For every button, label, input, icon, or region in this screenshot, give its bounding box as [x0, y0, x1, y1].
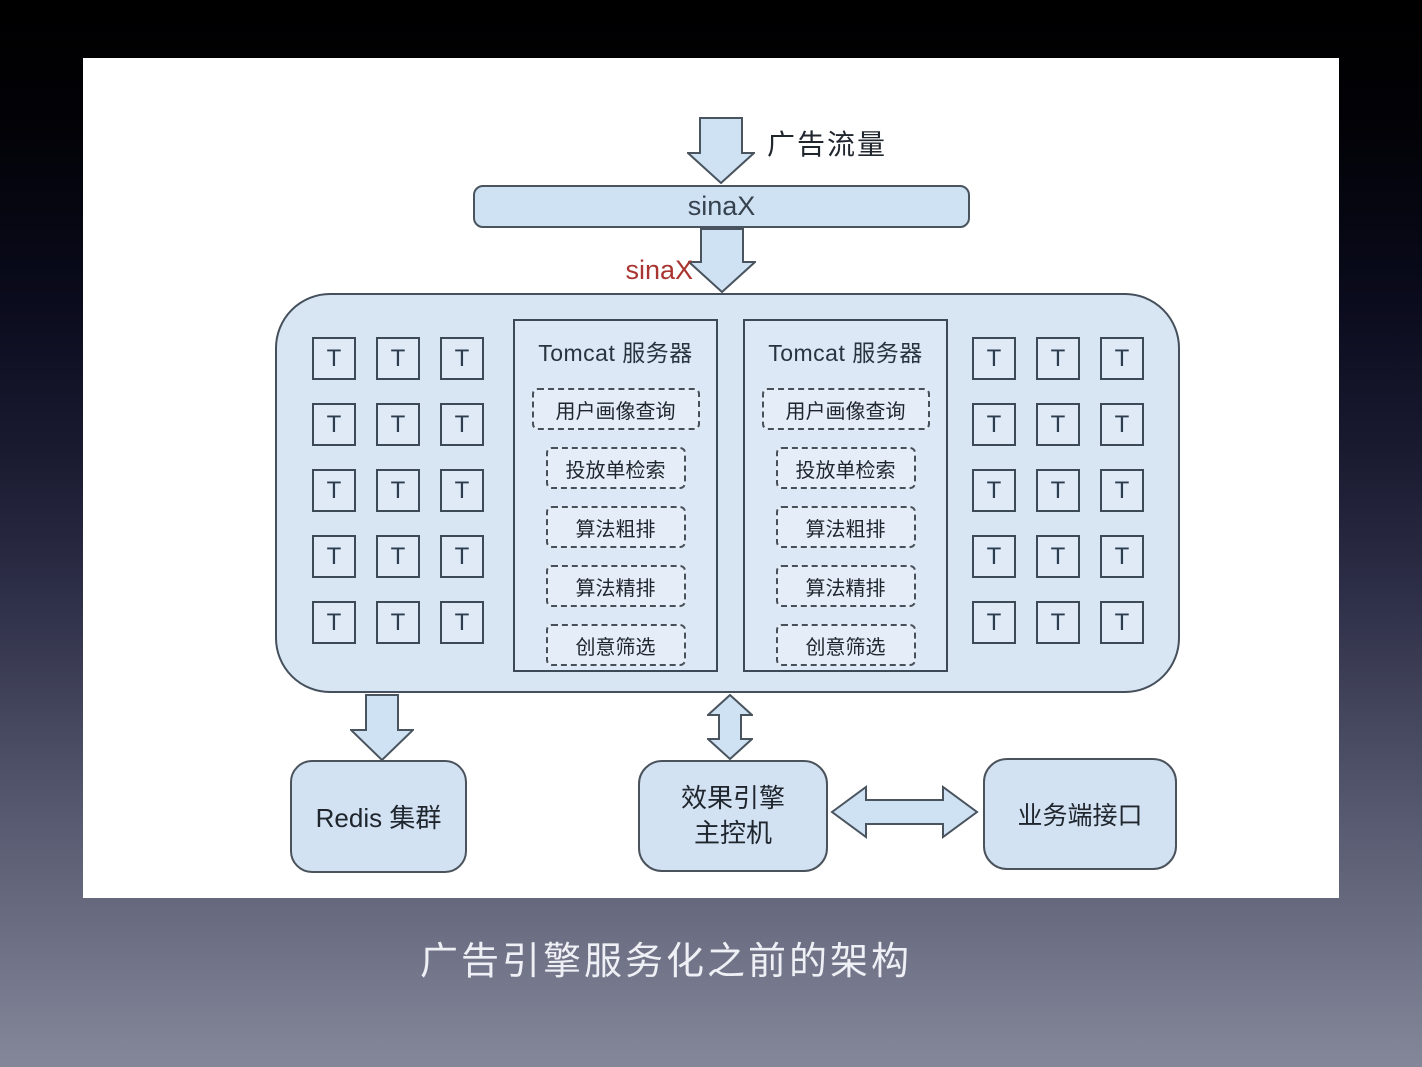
redis-cluster-box: Redis 集群 — [290, 760, 467, 873]
engine-vertical-double-arrow-icon — [707, 694, 753, 760]
gateway-arrow-label: sinaX — [625, 255, 693, 285]
tomcat-instance-box: T — [376, 337, 420, 380]
tomcat-instance-box: T — [440, 601, 484, 644]
module-creative-filtering: 创意筛选 — [775, 624, 916, 666]
module-fine-ranking: 算法精排 — [545, 565, 686, 607]
tomcat-instance-box: T — [312, 601, 356, 644]
module-coarse-ranking: 算法粗排 — [775, 506, 916, 548]
tomcat-instance-box: T — [1036, 469, 1080, 512]
tomcat-instance-box: T — [312, 535, 356, 578]
tomcat-instance-box: T — [1100, 601, 1144, 644]
tomcat-instance-box: T — [972, 403, 1016, 446]
tomcat-server-title: Tomcat 服务器 — [538, 340, 693, 366]
tomcat-instance-box: T — [376, 469, 420, 512]
business-api-label: 业务端接口 — [1017, 802, 1143, 830]
engine-controller-box: 效果引擎 主控机 — [638, 760, 828, 872]
tomcat-server-box-2: Tomcat 服务器 用户画像查询 投放单检索 算法粗排 算法精排 创意筛选 — [743, 319, 948, 672]
tomcat-instance-box: T — [972, 535, 1016, 578]
tomcat-instance-box: T — [1036, 535, 1080, 578]
tomcat-instance-box: T — [312, 469, 356, 512]
tomcat-instance-box: T — [1036, 601, 1080, 644]
tomcat-instance-box: T — [1100, 469, 1144, 512]
module-order-retrieval: 投放单检索 — [545, 447, 686, 489]
tomcat-instance-box: T — [972, 601, 1016, 644]
module-coarse-ranking: 算法粗排 — [545, 506, 686, 548]
gateway-down-arrow-icon — [688, 228, 756, 293]
tomcat-instance-box: T — [1036, 403, 1080, 446]
tomcat-instance-box: T — [440, 535, 484, 578]
tomcat-instance-box: T — [1036, 337, 1080, 380]
engine-controller-label-line1: 效果引擎 — [680, 782, 785, 813]
tomcat-server-box-1: Tomcat 服务器 用户画像查询 投放单检索 算法粗排 算法精排 创意筛选 — [513, 319, 718, 672]
traffic-label: 广告流量 — [767, 129, 888, 160]
tomcat-instance-box: T — [1100, 403, 1144, 446]
business-horizontal-double-arrow-icon — [830, 785, 979, 839]
engine-cluster-container — [275, 293, 1180, 693]
tomcat-instance-box: T — [1100, 535, 1144, 578]
tomcat-instance-box: T — [312, 337, 356, 380]
tomcat-instance-box: T — [376, 535, 420, 578]
tomcat-instance-box: T — [1100, 337, 1144, 380]
slide-caption: 广告引擎服务化之前的架构 — [419, 941, 912, 983]
tomcat-instance-box: T — [440, 403, 484, 446]
tomcat-server-title: Tomcat 服务器 — [768, 340, 923, 366]
module-fine-ranking: 算法精排 — [775, 565, 916, 607]
tomcat-instance-box: T — [440, 337, 484, 380]
tomcat-instance-box: T — [312, 403, 356, 446]
tomcat-instance-box: T — [440, 469, 484, 512]
business-api-box: 业务端接口 — [983, 758, 1177, 870]
engine-controller-label-line2: 主控机 — [693, 818, 772, 848]
module-user-profile-query: 用户画像查询 — [531, 388, 700, 430]
tomcat-instance-box: T — [972, 469, 1016, 512]
sinax-gateway-label: sinaX — [687, 191, 756, 221]
redis-down-arrow-icon — [350, 694, 414, 761]
module-order-retrieval: 投放单检索 — [775, 447, 916, 489]
traffic-down-arrow-icon — [687, 117, 755, 184]
tomcat-instance-box: T — [376, 601, 420, 644]
sinax-gateway-bar: sinaX — [473, 185, 970, 228]
tomcat-instance-box: T — [376, 403, 420, 446]
module-creative-filtering: 创意筛选 — [545, 624, 686, 666]
module-user-profile-query: 用户画像查询 — [761, 388, 930, 430]
redis-cluster-label: Redis 集群 — [315, 803, 442, 833]
tomcat-instance-box: T — [972, 337, 1016, 380]
